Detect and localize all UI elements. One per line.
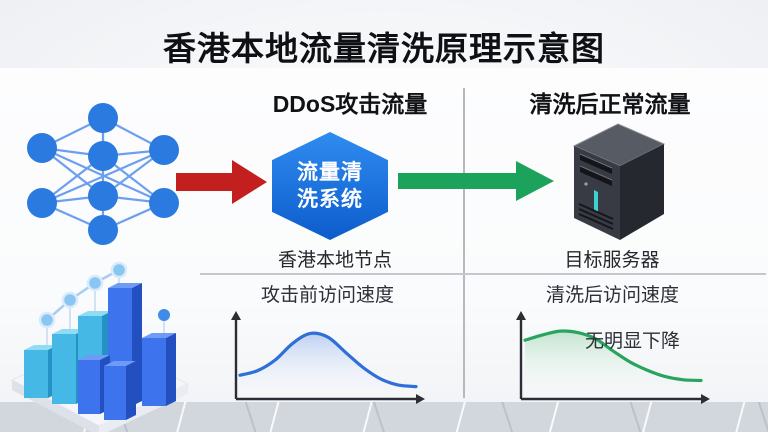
page-title: 香港本地流量清洗原理示意图 <box>163 30 605 67</box>
scrubbing-node-label: 香港本地节点 <box>277 250 392 271</box>
server-status-light <box>594 190 598 212</box>
chart-before-attack-title: 攻击前访问速度 <box>260 285 394 306</box>
horizontal-divider <box>200 273 766 275</box>
neural-network-icon <box>27 103 179 245</box>
chart-after-scrubbing-title: 清洗后访问速度 <box>545 285 679 306</box>
chart-after-scrubbing: 清洗后访问速度 无明显下降 <box>505 280 720 410</box>
green-arrow-shape <box>398 161 554 201</box>
scrubbing-badge-text-line1: 流量清 <box>297 161 363 184</box>
heading-ddos-traffic: DDoS攻击流量 <box>272 91 428 117</box>
server-tower-icon <box>572 123 666 240</box>
red-arrow-right-icon <box>176 160 267 204</box>
green-arrow-right-icon <box>398 161 554 201</box>
no-obvious-drop-annotation: 无明显下降 <box>585 331 681 352</box>
server-label: 目标服务器 <box>564 250 660 271</box>
chart-before-attack: 攻击前访问速度 <box>220 280 435 410</box>
red-arrow-shape <box>176 160 267 204</box>
scrubbing-badge-text-line2: 洗系统 <box>297 188 363 211</box>
chart-before-attack-sparkline <box>231 311 425 404</box>
vertical-divider <box>463 88 465 398</box>
heading-clean-traffic: 清洗后正常流量 <box>529 91 691 117</box>
chart-after-scrubbing-sparkline <box>516 311 710 404</box>
3d-bar-chart-illustration <box>10 261 190 432</box>
